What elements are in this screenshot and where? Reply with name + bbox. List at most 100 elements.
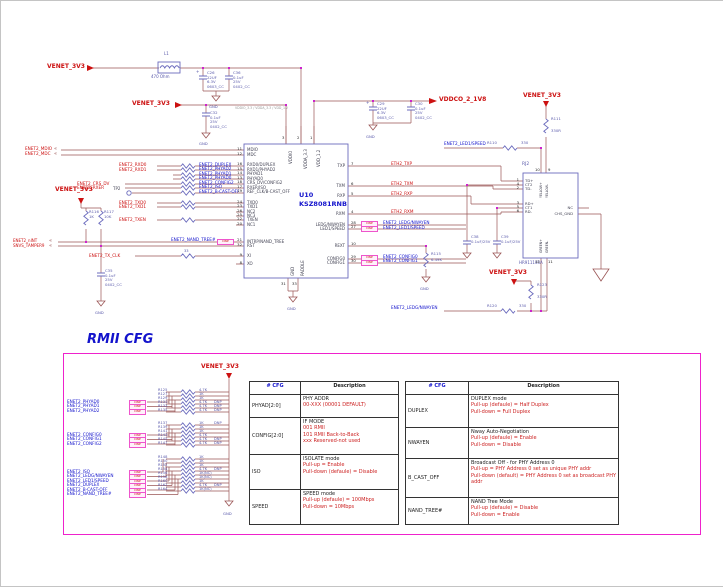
schematic-label: 33 (292, 281, 297, 286)
schematic-label: GREEN+ (539, 239, 543, 253)
schematic-label: 1K (199, 459, 204, 463)
mode-text: IF MODE (303, 419, 325, 425)
mode-text: SPEED mode (303, 491, 336, 497)
schematic-label: RST (247, 242, 255, 248)
schematic-label: R158 (158, 475, 168, 479)
config-value-text: Pull-down = Enable (471, 511, 520, 518)
schematic-label: 470 Ohm (151, 74, 170, 79)
config-value-text: Pull-up = Enable (303, 462, 345, 469)
schematic-label: ENET2_PHYAD2 (199, 166, 232, 171)
chip-part-number: KSZ8081RNB (299, 200, 347, 208)
schematic-label: 5 (516, 203, 519, 209)
schematic-label: RXP (337, 192, 345, 198)
schematic-label: 0.1uF (233, 74, 244, 80)
schematic-label: R110 (487, 140, 497, 145)
schematic-label: 24 (237, 198, 242, 204)
schematic-label: + (366, 100, 370, 105)
schematic-label: ENET2_ISO (199, 184, 222, 189)
dnp-tag: DNP (129, 441, 146, 448)
schematic-label: C26 (207, 70, 215, 75)
schematic-label: 4.7K (199, 467, 208, 471)
schematic-label: CT1 (525, 204, 533, 210)
schematic-label: CT2 (525, 181, 533, 187)
schematic-label: 0402_CC (210, 123, 227, 129)
schematic-label: R131 (158, 400, 168, 404)
offpage-icon: « (49, 242, 53, 249)
rj45-connector-body (522, 172, 579, 259)
schematic-label: PADDLE (299, 260, 305, 276)
schematic-label: GND (223, 511, 232, 516)
schematic-label: RXER/ISO (247, 184, 267, 190)
schematic-label: ENET2_NAND_TREE# (67, 491, 112, 496)
schematic-label: ENET2_MDIO (25, 145, 53, 151)
schematic-label: R117 (104, 209, 114, 214)
schematic-label: 11 (548, 259, 553, 264)
schematic-label: 3 (516, 199, 519, 205)
schematic-label: 1K (199, 392, 204, 396)
dnp-tag: DNP (129, 492, 146, 499)
schematic-label: 330R (537, 294, 547, 299)
schematic-label: 0.1uF (415, 105, 426, 111)
schematic-label: 1K(NC) (199, 475, 212, 479)
schematic-label: TXD0 (247, 199, 258, 205)
schematic-label: CONFIG1 (326, 260, 345, 265)
schematic-label: R141 (158, 429, 168, 433)
schematic-label: PHYAD1 (247, 171, 263, 176)
schematic-label: DNP (214, 467, 222, 471)
schematic-label: 0.1uF/25V (471, 239, 491, 244)
schematic-label: 6.49K (431, 257, 442, 262)
offpage-icon: « (54, 145, 58, 152)
schematic-label: ENET2_RXD1 (119, 166, 147, 172)
schematic-label: R116 (89, 209, 99, 214)
schematic-label: ENET2_PHYAD0 (199, 175, 232, 180)
schematic-label: RXM (336, 210, 345, 216)
rmii-cfg-section-border (63, 353, 701, 535)
schematic-label: 1K (199, 463, 204, 467)
phy-chip-body (243, 143, 349, 279)
config-value-text: Pull-down (defaule) = Disable (303, 468, 378, 475)
mode-text: Nway Auto-Negotiation (471, 429, 529, 435)
schematic-label: ENET2_RXER (77, 185, 105, 190)
schematic-label: 23 (237, 202, 242, 208)
schematic-label: 0603_CC (377, 114, 394, 120)
schematic-label: 9 (548, 166, 551, 172)
schematic-label: 1K(NC) (199, 471, 212, 475)
schematic-label: ETH2_TXP (391, 160, 413, 166)
schematic-label: ETH2_RXP (391, 190, 413, 196)
testpoint-tp2: TP2 (113, 186, 121, 191)
schematic-label: R133 (158, 404, 168, 408)
schematic-label: ENET2_LED1/SPEED (444, 140, 486, 146)
schematic-label: 5 (351, 191, 354, 196)
schematic-label: RD- (525, 208, 532, 214)
cfg-cell: NAND_TREE# (405, 497, 469, 525)
schematic-label: ENET2_LEDG/NWAYEN (391, 305, 438, 310)
config-value-text: 001 RMII (303, 425, 325, 432)
offpage-icon: « (54, 150, 58, 157)
junction-dot (85, 67, 542, 312)
table-header: Description (300, 381, 399, 395)
power-flag-venet-3v3: VENET_3V3 (47, 63, 85, 70)
schematic-label: R115 (431, 251, 441, 256)
schematic-label: 6 (516, 207, 519, 213)
schematic-label: NC2 (247, 208, 256, 214)
schematic-label: NC (567, 204, 574, 210)
schematic-label: 6.3V (207, 79, 216, 84)
schematic-label: 26 (237, 207, 242, 213)
schematic-label: ENET2_CONFIG0 (67, 431, 102, 437)
schematic-label: 1K (89, 214, 94, 219)
config-value-text: Pull-down (default) = PHY Address 0 set … (471, 472, 617, 485)
schematic-label: CONFIG0 (326, 255, 345, 261)
schematic-label: R120 (487, 303, 497, 308)
